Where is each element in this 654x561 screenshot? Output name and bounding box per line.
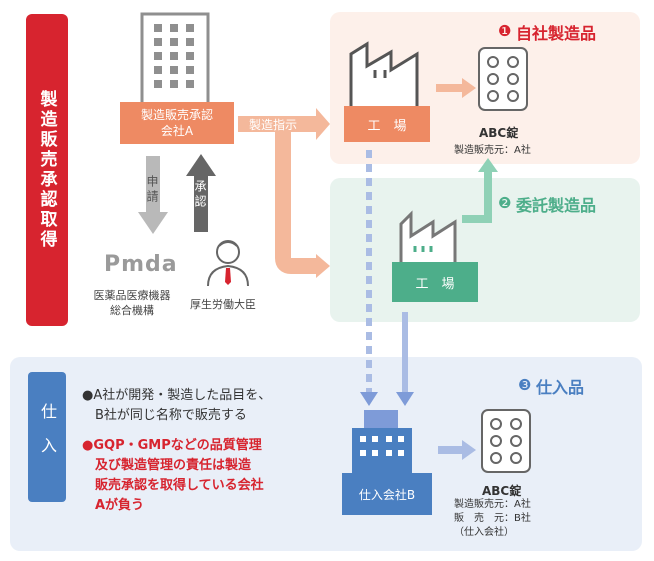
- note-2: ●GQP・GMPなどの品質管理 及び製造管理の責任は製造 販売承認を取得している…: [82, 438, 264, 513]
- section2-title: 委託製造品: [516, 196, 597, 215]
- up-arrow-green: [478, 158, 498, 218]
- factory-2-icon: [399, 210, 457, 266]
- section3-title: 仕入品: [536, 378, 585, 397]
- section1-badge: ❶: [498, 22, 512, 40]
- pill-pack-3-icon: [481, 409, 531, 473]
- approval-acquisition-label: 製造販売承認取得: [26, 14, 68, 326]
- product-3-seller: 製造販売元：A社 販 売 元：B社 （仕入会社）: [454, 499, 531, 538]
- manufacturing-instruction-label: 製造指示: [249, 118, 298, 132]
- section1-title: 自社製造品: [516, 24, 597, 43]
- section2-badge: ❷: [498, 194, 512, 212]
- minister-label: 厚生労働大臣: [190, 298, 256, 311]
- note-1: ●A社が開発・製造した品目を、 B社が同じ名称で販売する: [82, 388, 272, 423]
- product-3-name: ABC錠: [482, 484, 522, 498]
- purchase-label: 仕入: [28, 372, 66, 502]
- purchased-panel: [10, 357, 642, 551]
- factory-1-box: 工 場: [344, 106, 430, 142]
- product-1-name: ABC錠: [479, 126, 519, 140]
- pmda-name: 医薬品医療機器 総合機構: [93, 289, 171, 317]
- pmda-logo: Pmda: [104, 252, 178, 277]
- product-1-seller: 製造販売元：A社: [454, 145, 531, 156]
- factory-1-icon: [349, 41, 419, 110]
- company-a-building-icon: [140, 12, 210, 110]
- factory-2-box: 工 場: [392, 262, 478, 302]
- minister-icon: [207, 240, 249, 287]
- company-b-building-icon: [352, 410, 412, 474]
- approve-label: 承認: [193, 180, 207, 210]
- company-b-box: 仕入会社B: [342, 473, 432, 515]
- company-a-box: 製造販売承認 会社A: [120, 102, 234, 144]
- pill-pack-1-icon: [478, 47, 528, 111]
- apply-label: 申請: [145, 175, 159, 205]
- apply-arrow: [138, 156, 168, 234]
- green-connector: [462, 215, 492, 223]
- section3-badge: ❸: [518, 376, 532, 394]
- approve-arrow: [186, 154, 216, 232]
- arrow-to-product-1: [436, 78, 476, 98]
